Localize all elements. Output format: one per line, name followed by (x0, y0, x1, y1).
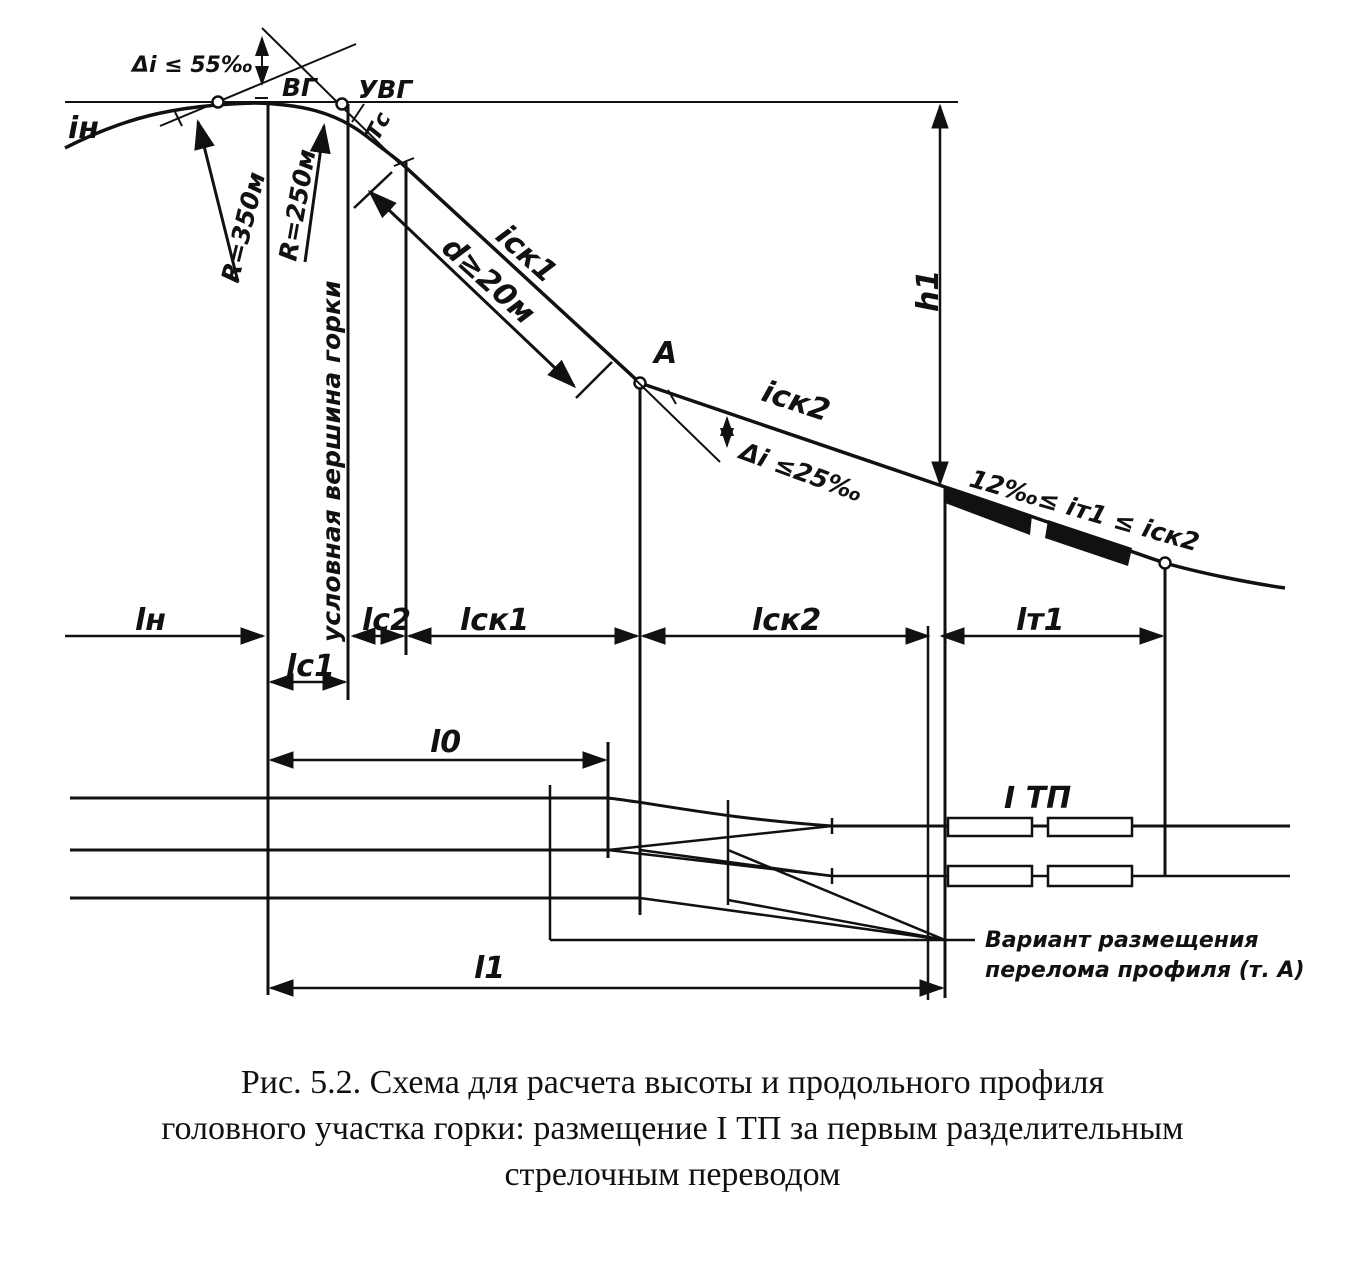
itp-label: I ТП (1004, 781, 1071, 816)
d-dimension-tick (575, 361, 613, 399)
d-dimension-tick (353, 171, 393, 209)
vertex-point-uvg (335, 97, 349, 111)
variant-label-line1: Вариант размещения (985, 928, 1259, 953)
i-n-label: iн (68, 111, 99, 146)
tangent-at-a (609, 354, 721, 463)
retarder-block (1046, 864, 1134, 888)
l-sk1-label: lск1 (460, 603, 529, 638)
variant-label-line2: перелома профиля (т. А) (985, 958, 1305, 983)
vg-label: ВГ (282, 73, 319, 102)
figure-caption: Рис. 5.2. Схема для расчета высоты и про… (40, 1060, 1305, 1198)
delta-i-top-label: Δi ≤ 55‰ (130, 53, 253, 78)
caption-line-3: стрелочным переводом (504, 1156, 841, 1193)
radius-arrow-250 (303, 123, 331, 263)
tick-mark (667, 389, 677, 405)
caption-line-1: Рис. 5.2. Схема для расчета высоты и про… (240, 1064, 1105, 1101)
l-1-label: l1 (474, 951, 505, 986)
tick-mark (393, 157, 415, 167)
radius-arrow-350 (194, 119, 240, 283)
vertex-point-left (211, 95, 225, 109)
retarder-block (946, 864, 1034, 888)
braking-zone-1 (945, 487, 1032, 535)
braking-zone-2 (1045, 520, 1132, 566)
l-t1-label: lт1 (1016, 603, 1065, 638)
retarder-block (1046, 816, 1134, 838)
hump-profile-diagram: Δi ≤ 55‰ ВГ УВГ iн Тс R=350м R=250м iск1… (64, 27, 1305, 1000)
point-a-label: А (652, 336, 677, 371)
tangent-line-right (261, 27, 401, 165)
point-t1-end (1158, 556, 1172, 570)
switch-branch (727, 848, 946, 942)
delta-i-a-label: Δi ≤25‰ (734, 436, 867, 508)
uvg-label: УВГ (358, 75, 414, 104)
switch-branch (639, 896, 946, 942)
switch-branch (727, 898, 946, 942)
d-dimension-line (367, 189, 577, 389)
l-0-label: l0 (430, 725, 461, 760)
i-sk2-label: iск2 (758, 374, 835, 429)
tick-mark (351, 103, 365, 123)
retarder-block (946, 816, 1034, 838)
h1-label: h1 (911, 270, 946, 312)
caption-line-2: головного участка горки: размещение I ТП… (161, 1110, 1184, 1147)
l-sk2-label: lск2 (752, 603, 821, 638)
l-c1-label: lс1 (286, 649, 335, 684)
l-n-label: lн (135, 603, 166, 638)
vertical-axis-label: условная вершина горки (317, 280, 346, 642)
switch-branch (607, 824, 833, 852)
tick-mark (174, 111, 183, 127)
tc-label: Тс (361, 108, 396, 145)
l-c2-label: lс2 (362, 603, 411, 638)
switch-branch (639, 848, 833, 878)
track-line-1 (70, 796, 1290, 828)
